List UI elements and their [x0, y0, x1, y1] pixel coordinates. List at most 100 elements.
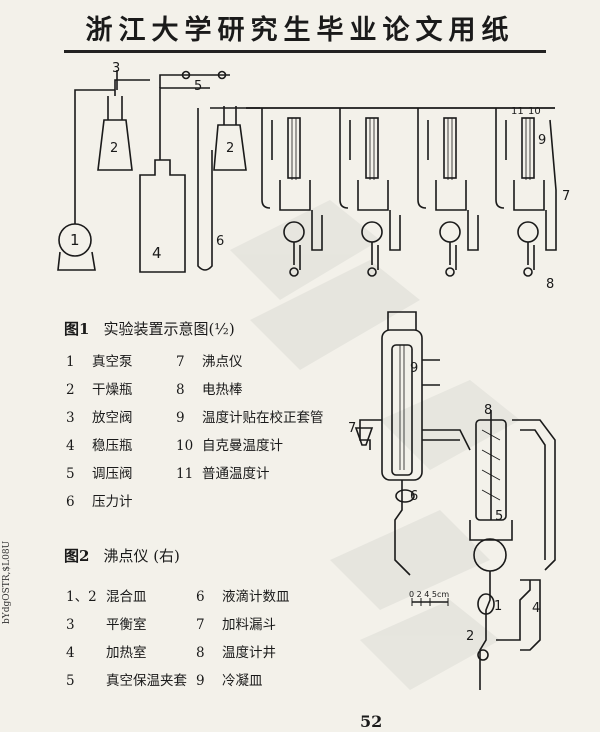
boiling-unit-2 [339, 108, 401, 277]
legend-num: 3 [66, 617, 75, 633]
thermometer-well-drawing [469, 410, 513, 541]
legend-item: 9 冷凝皿 [196, 669, 263, 689]
drying-bottle-left-drawing [97, 70, 150, 171]
legend-num: 6 [66, 494, 75, 510]
stabilizer-bottle-drawing [139, 70, 230, 273]
legend-text: 真空保温夹套 [106, 673, 187, 689]
legend-text: 温度计贴在校正套管 [202, 410, 324, 426]
legend-num: 5 [66, 673, 75, 689]
legend-item: 6 压力计 [66, 490, 133, 510]
scale-bar [411, 598, 449, 606]
boiling-unit-4 [495, 108, 557, 277]
legend-text: 放空阀 [92, 410, 133, 426]
legend-item: 8 电热棒 [176, 378, 243, 398]
legend-item: 4 稳压瓶 [66, 434, 133, 454]
legend-text: 液滴计数皿 [222, 589, 290, 605]
legend-num: 7 [176, 354, 185, 370]
boiling-unit-3 [417, 108, 479, 277]
fig1-label: 8 [546, 277, 554, 292]
figure1-caption-label: 图1 [64, 320, 90, 338]
figure2-caption: 图2 沸点仪 (右) [64, 545, 180, 566]
legend-num: 9 [176, 410, 185, 426]
legend-item: 7 沸点仪 [176, 350, 243, 370]
mixing-flask-drawing [473, 538, 507, 572]
legend-item: 6 液滴计数皿 [196, 585, 290, 605]
fig2-label: 2 [466, 629, 474, 644]
fig2-label: 9 [410, 361, 418, 376]
legend-item: 3 平衡室 [66, 613, 147, 633]
fig2-label: 6 [410, 489, 418, 504]
legend-num: 11 [176, 466, 194, 482]
legend-text: 干燥瓶 [92, 382, 133, 398]
legend-item: 8 温度计井 [196, 641, 276, 661]
legend-num: 7 [196, 617, 205, 633]
legend-item: 11 普通温度计 [176, 462, 270, 482]
legend-item: 5 真空保温夹套 [66, 669, 187, 689]
legend-item: 10 自克曼温度计 [176, 434, 283, 454]
legend-num: 8 [176, 382, 185, 398]
fig2-label: 4 [532, 601, 540, 616]
legend-item: 3 放空阀 [66, 406, 133, 426]
legend-text: 温度计井 [222, 645, 276, 661]
legend-num: 10 [176, 438, 194, 454]
legend-text: 冷凝皿 [222, 673, 263, 689]
legend-item: 7 加料漏斗 [196, 613, 276, 633]
legend-text: 自克曼温度计 [202, 438, 283, 454]
figure2-caption-text: 沸点仪 (右) [103, 547, 180, 565]
funnel-drawing [354, 427, 374, 446]
figure2-caption-label: 图2 [64, 547, 90, 565]
legend-num: 4 [66, 645, 75, 661]
page-header-title: 浙江大学研究生毕业论文用纸 [85, 15, 515, 46]
legend-text: 真空泵 [92, 354, 133, 370]
legend-num: 4 [66, 438, 75, 454]
legend-num: 9 [196, 673, 205, 689]
legend-text: 压力计 [92, 494, 133, 510]
boiling-unit-1 [261, 108, 323, 277]
condenser-drawing [359, 311, 440, 576]
legend-text: 稳压瓶 [92, 438, 133, 454]
legend-text: 调压阀 [92, 466, 133, 482]
figure1-caption-text: 实验装置示意图(½) [103, 320, 235, 338]
legend-num: 1、2 [66, 589, 97, 605]
fig2-label: 8 [484, 403, 492, 418]
fig1-label: 6 [216, 234, 224, 249]
legend-text: 平衡室 [106, 617, 147, 633]
vacuum-pump-drawing [57, 89, 115, 271]
legend-text: 沸点仪 [202, 354, 243, 370]
legend-item: 9 温度计贴在校正套管 [176, 406, 324, 426]
fig2-label: 5 [495, 509, 503, 524]
legend-item: 1、2 混合皿 [66, 585, 147, 605]
legend-text: 电热棒 [202, 382, 243, 398]
manometer-drawing [197, 108, 213, 271]
fig1-label: 2 [110, 141, 118, 156]
legend-num: 5 [66, 466, 75, 482]
legend-text: 混合皿 [106, 589, 147, 605]
page-number: 52 [360, 712, 383, 731]
legend-item: 5 调压阀 [66, 462, 133, 482]
legend-text: 加热室 [106, 645, 147, 661]
legend-item: 1 真空泵 [66, 350, 133, 370]
legend-num: 8 [196, 645, 205, 661]
figure1-caption: 图1 实验装置示意图(½) [64, 318, 235, 339]
fig1-label: 10 [528, 106, 541, 117]
legend-num: 3 [66, 410, 75, 426]
legend-text: 加料漏斗 [222, 617, 276, 633]
scale-label: 0 2 4 5cm [409, 590, 449, 599]
legend-num: 1 [66, 354, 75, 370]
fig1-label: 1 [70, 231, 80, 249]
header-rule [64, 50, 546, 53]
fig1-label: 9 [538, 133, 546, 148]
fig2-label: 1 [494, 599, 502, 614]
fig1-label: 2 [226, 141, 234, 156]
figure1-diagram: 3 5 2 2 1 4 6 11 10 9 7 8 [57, 61, 570, 292]
fig2-label: 7 [348, 421, 356, 436]
side-code: bYdgOSTR,$L08U [2, 540, 12, 624]
legend-num: 6 [196, 589, 205, 605]
fig1-label: 4 [152, 244, 162, 262]
legend-item: 4 加热室 [66, 641, 147, 661]
legend-text: 普通温度计 [202, 466, 270, 482]
fig1-label: 3 [112, 61, 120, 76]
